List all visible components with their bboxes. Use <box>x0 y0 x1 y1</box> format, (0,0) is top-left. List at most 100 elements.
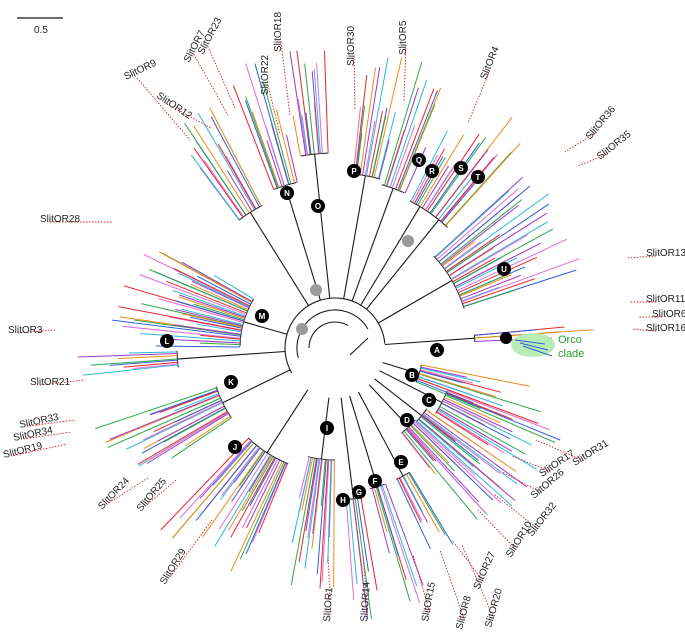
leaf-branch <box>412 422 494 501</box>
leaf-branch <box>148 412 229 461</box>
gene-label-leader <box>477 509 517 550</box>
leaf-branch <box>202 450 264 538</box>
leaf-branch <box>389 79 428 188</box>
leaf-branch <box>225 155 257 210</box>
leaf-branch <box>134 319 241 336</box>
clade-stem <box>360 206 421 306</box>
leaf-branch <box>171 417 232 459</box>
leaf-branch <box>199 440 252 499</box>
gene-label: SlitOR19 <box>2 440 44 460</box>
leaf-branch <box>313 69 321 154</box>
leaf-branch <box>445 234 501 272</box>
leaf-branch <box>118 306 242 331</box>
clade-node-n <box>280 186 294 200</box>
leaf-branch <box>398 103 436 191</box>
leaf-branch <box>246 459 281 529</box>
leaf-branch <box>440 154 498 222</box>
leaf-branch <box>95 387 217 430</box>
leaf-branch <box>416 381 481 410</box>
leaf-branch <box>159 390 218 414</box>
gene-label-leader <box>451 539 484 582</box>
clade-arc <box>307 456 336 461</box>
leaf-branch <box>455 242 541 288</box>
central-arc-outer <box>284 297 386 374</box>
leaf-branch <box>421 165 449 209</box>
leaf-branch <box>438 185 531 263</box>
leaf-branch <box>417 157 446 206</box>
leaf-branch <box>305 112 312 155</box>
leaf-branch <box>172 338 241 344</box>
leaf-branch <box>398 477 422 523</box>
leaf-branch <box>457 238 568 292</box>
leaf-branch <box>418 373 541 413</box>
gene-label-leader <box>493 493 539 530</box>
leaf-branch <box>230 457 276 538</box>
leaf-branch <box>140 332 241 342</box>
tree-branches <box>176 152 476 501</box>
leaf-branch <box>409 425 456 472</box>
leaf-branch <box>193 303 245 321</box>
leaf-branch <box>395 88 435 190</box>
leaf-branch <box>397 90 438 191</box>
clade-stem <box>243 321 288 335</box>
leaf-branch <box>424 163 456 211</box>
clade-arc <box>238 204 263 221</box>
leaf-branch <box>386 87 419 187</box>
leaf-branch <box>415 419 513 507</box>
leaf-branch <box>406 473 440 533</box>
leaf-branch <box>359 67 377 175</box>
leaf-branch <box>420 369 473 384</box>
leaf-branch <box>378 139 390 179</box>
leaf-branch <box>319 459 329 589</box>
leaf-branch <box>376 486 399 557</box>
leaf-branch <box>321 459 330 583</box>
leaf-branch <box>419 134 464 207</box>
leaf-branch <box>107 397 221 448</box>
leaf-branch <box>402 475 428 523</box>
leaf-branch <box>228 455 273 531</box>
gene-label: SlitOR5 <box>398 20 409 55</box>
clade-stem <box>177 350 286 360</box>
gene-label: SlitOR14 <box>359 581 373 622</box>
label-leader-lines <box>13 41 662 621</box>
clade-node-f <box>368 474 382 488</box>
clade-stem <box>249 212 309 306</box>
leaf-branch <box>407 427 486 514</box>
gene-label: SlitOR30 <box>346 26 357 66</box>
leaf-branch <box>117 355 178 360</box>
leaf-branch <box>275 109 295 184</box>
leaf-branch <box>362 67 381 176</box>
gene-label-leader <box>461 544 495 619</box>
leaf-branch <box>448 247 494 277</box>
gene-label: SlitOR24 <box>96 475 132 512</box>
clade-node-b <box>405 368 419 382</box>
leaf-branch <box>352 106 361 175</box>
leaf-branch <box>311 71 320 154</box>
scale-bar-label: 0.5 <box>34 25 48 36</box>
leaf-branch <box>251 462 287 543</box>
clade-node-d <box>400 413 414 427</box>
leaf-branch <box>128 351 178 354</box>
clade-node-q <box>412 153 426 167</box>
leaf-branch <box>146 412 229 464</box>
leaf-branch <box>177 272 250 308</box>
leaf-branch <box>401 432 431 469</box>
internal-node-gray <box>296 323 308 335</box>
leaf-branch <box>316 459 327 575</box>
leaf-branch <box>143 401 223 441</box>
leaf-branch <box>232 85 275 190</box>
leaf-branch <box>184 415 231 447</box>
leaf-branch <box>251 111 280 188</box>
leaf-branch <box>254 63 290 185</box>
leaf-branch <box>301 457 314 511</box>
leaf-branch <box>304 458 321 569</box>
leaf-branch <box>172 442 255 539</box>
leaf-branch <box>444 193 550 270</box>
clade-node-a <box>430 343 444 357</box>
gene-label: SlitOR11 <box>646 294 685 305</box>
leaf-branch <box>419 370 463 384</box>
leaf-branch <box>203 160 244 218</box>
leaf-branch <box>441 204 519 266</box>
leaf-branch <box>304 63 315 155</box>
